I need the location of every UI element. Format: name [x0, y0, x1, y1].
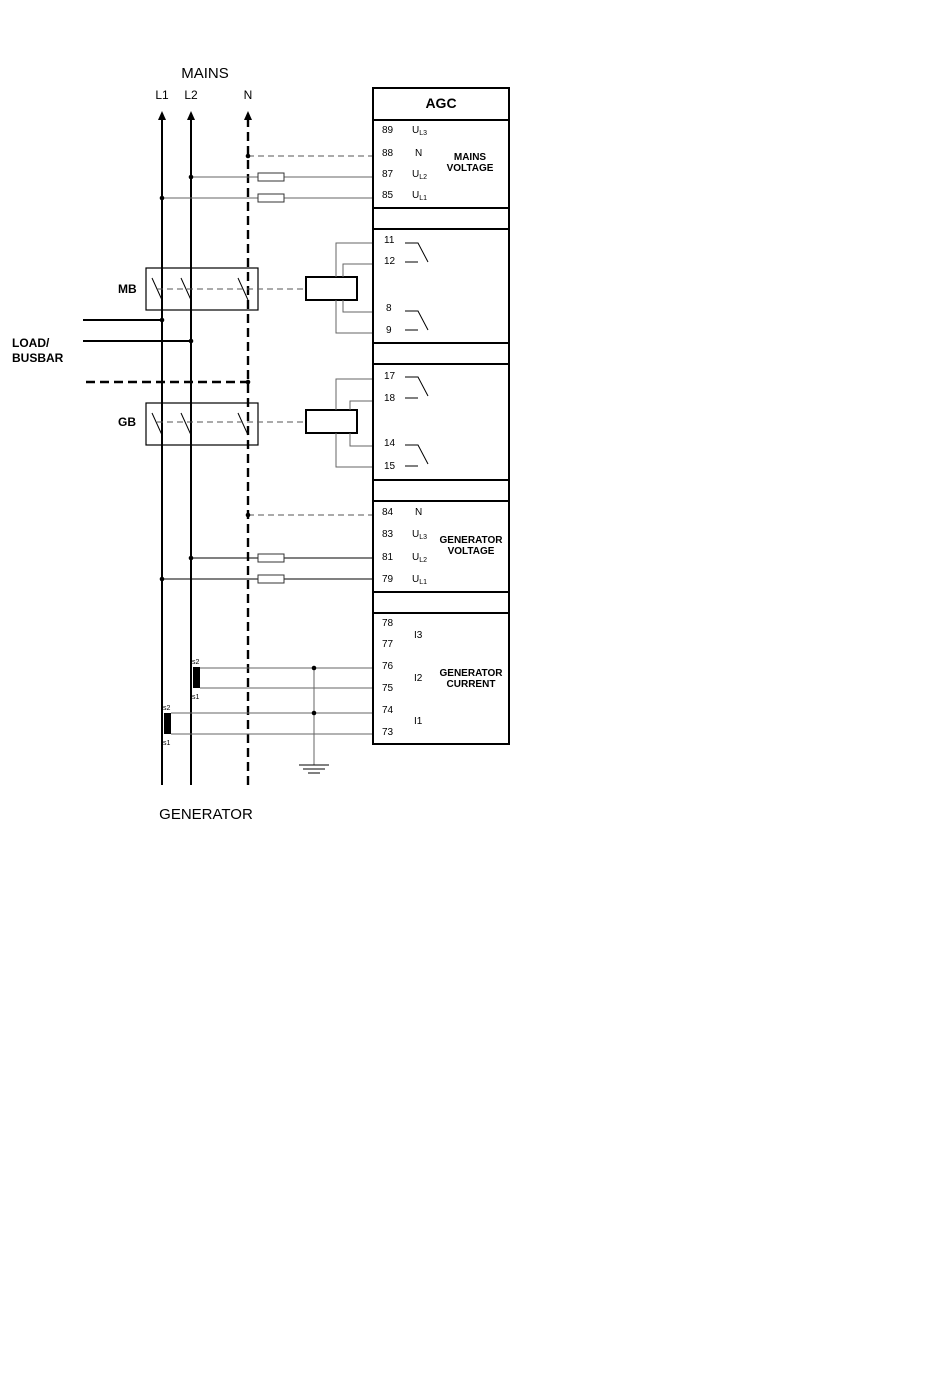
section-label: VOLTAGE: [447, 163, 494, 174]
terminal-number: 12: [384, 256, 396, 267]
terminal-number: 84: [382, 507, 394, 518]
ct-l1-s1-label: s1: [163, 740, 171, 747]
terminal-number: 9: [386, 325, 392, 336]
fuse-icon: [258, 575, 284, 583]
phase-current-label: I3: [414, 630, 423, 641]
phase-label-l1: L1: [155, 88, 169, 102]
phase-current-label: I2: [414, 673, 423, 684]
section-label: MAINS: [454, 152, 487, 163]
terminal-number: 77: [382, 639, 394, 650]
terminal-number: 89: [382, 125, 394, 136]
current-transformer-l1: [164, 713, 373, 734]
terminal-number: 79: [382, 574, 394, 585]
terminal-number: 11: [384, 235, 395, 246]
load-label-line2: BUSBAR: [12, 351, 64, 365]
terminal-number: 73: [382, 727, 394, 738]
mb-label: MB: [118, 282, 137, 296]
mains-breaker-mb: [146, 268, 357, 310]
terminal-number: 74: [382, 705, 394, 716]
ct-l1-s2-label: s2: [163, 705, 171, 712]
load-label-line1: LOAD/: [12, 336, 50, 350]
phase-conductors: [158, 111, 252, 785]
current-transformer-l2: [193, 667, 373, 688]
agc-title: AGC: [425, 95, 456, 111]
terminal-number: 78: [382, 618, 394, 629]
mb-coil-icon: [306, 277, 357, 300]
mains-label: MAINS: [181, 65, 229, 82]
terminal-number: 83: [382, 529, 394, 540]
terminal-number: 87: [382, 169, 394, 180]
generator-breaker-gb: [146, 403, 357, 445]
terminal-number: 85: [382, 190, 394, 201]
gb-coil-icon: [306, 410, 357, 433]
ct-l2-s2-label: s2: [192, 659, 200, 666]
gb-label: GB: [118, 415, 136, 429]
fuse-icon: [258, 554, 284, 562]
ground-connection: [299, 666, 329, 773]
terminal-number: 88: [382, 148, 394, 159]
terminal-number: 15: [384, 461, 396, 472]
section-label: GENERATOR: [440, 668, 504, 679]
ct-icon: [164, 713, 171, 734]
phase-label-n: N: [244, 88, 253, 102]
agc-unit: [373, 88, 509, 744]
phase-current-label: I1: [414, 716, 423, 727]
fuse-icon: [258, 194, 284, 202]
terminal-number: 81: [382, 552, 394, 563]
terminal-number: 17: [384, 371, 396, 382]
ct-l2-s1-label: s1: [192, 694, 200, 701]
phase-label-l2: L2: [184, 88, 198, 102]
section-label: CURRENT: [447, 679, 496, 690]
terminal-number: 75: [382, 683, 394, 694]
fuse-icon: [258, 173, 284, 181]
terminal-number: 14: [384, 438, 396, 449]
load-busbar-lines: [83, 318, 250, 385]
ct-icon: [193, 667, 200, 688]
generator-label: GENERATOR: [159, 806, 253, 823]
terminal-number: 18: [384, 393, 396, 404]
terminal-number: 76: [382, 661, 394, 672]
ground-icon: [299, 765, 329, 773]
terminal-number: 8: [386, 303, 392, 314]
section-label: GENERATOR: [440, 535, 504, 546]
terminal-signal: N: [415, 148, 422, 159]
terminal-signal: N: [415, 507, 422, 518]
section-label: VOLTAGE: [448, 546, 495, 557]
